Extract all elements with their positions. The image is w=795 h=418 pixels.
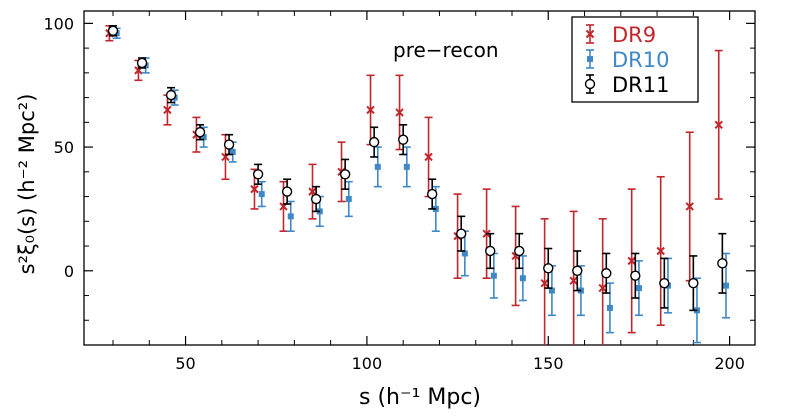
data-point xyxy=(250,184,259,194)
data-point xyxy=(630,270,641,281)
data-point xyxy=(229,149,236,156)
data-point xyxy=(374,163,381,170)
data-point xyxy=(543,263,554,274)
y-tick-label: 0 xyxy=(64,262,74,281)
legend-marker-dr10 xyxy=(587,56,593,62)
data-point xyxy=(368,136,380,148)
data-point xyxy=(635,285,642,292)
data-point xyxy=(606,304,613,311)
data-point xyxy=(548,287,555,294)
data-point xyxy=(714,120,723,130)
data-point xyxy=(601,268,612,279)
data-point xyxy=(688,277,699,289)
data-point xyxy=(339,169,351,180)
legend-label-dr9: DR9 xyxy=(612,23,656,47)
plot-frame xyxy=(83,10,756,346)
data-point xyxy=(163,105,172,115)
data-point xyxy=(659,277,670,289)
data-point xyxy=(308,187,317,196)
data-point xyxy=(490,272,497,279)
data-point xyxy=(456,228,467,239)
data-point xyxy=(136,57,148,69)
legend-marker-dr9 xyxy=(585,29,595,39)
data-point xyxy=(426,188,438,200)
data-point xyxy=(345,196,352,203)
data-point xyxy=(717,258,728,269)
data-point xyxy=(397,134,409,145)
annotation-pre-recon: pre−recon xyxy=(393,38,499,62)
x-tick-label: 100 xyxy=(352,354,383,373)
data-point xyxy=(107,25,119,36)
data-point xyxy=(403,163,410,170)
data-point xyxy=(569,276,578,285)
data-point xyxy=(519,275,526,282)
data-point xyxy=(281,186,293,197)
data-point xyxy=(514,245,525,257)
data-point xyxy=(540,278,549,288)
legend-label-dr11: DR11 xyxy=(612,73,669,97)
data-point xyxy=(287,213,294,220)
data-point xyxy=(310,193,322,205)
data-point xyxy=(200,134,207,141)
y-tick-label: 50 xyxy=(54,138,74,157)
x-tick-label: 50 xyxy=(175,354,195,373)
data-point xyxy=(461,250,468,257)
data-point xyxy=(258,191,265,198)
y-axis-label: s²ξ₀(s) (h⁻² Mpc²) xyxy=(15,94,39,275)
data-point xyxy=(627,256,636,266)
y-tick-label: 100 xyxy=(43,14,74,33)
data-point xyxy=(598,283,607,293)
data-point xyxy=(395,108,404,117)
data-point xyxy=(165,89,177,101)
data-point xyxy=(656,246,665,256)
data-point xyxy=(722,282,729,289)
x-tick-label: 150 xyxy=(533,354,564,373)
data-point xyxy=(572,265,583,276)
data-point xyxy=(223,139,235,150)
data-point xyxy=(366,105,375,115)
legend-marker-dr11 xyxy=(584,78,596,90)
data-point xyxy=(252,169,264,180)
data-point xyxy=(194,127,206,138)
data-point xyxy=(485,245,496,257)
data-point xyxy=(685,202,694,211)
series-dr11 xyxy=(107,25,728,312)
data-point xyxy=(424,152,433,162)
x-axis-label: s (h⁻¹ Mpc) xyxy=(359,385,481,410)
legend-label-dr10: DR10 xyxy=(612,48,669,72)
x-tick-label: 200 xyxy=(714,354,745,373)
